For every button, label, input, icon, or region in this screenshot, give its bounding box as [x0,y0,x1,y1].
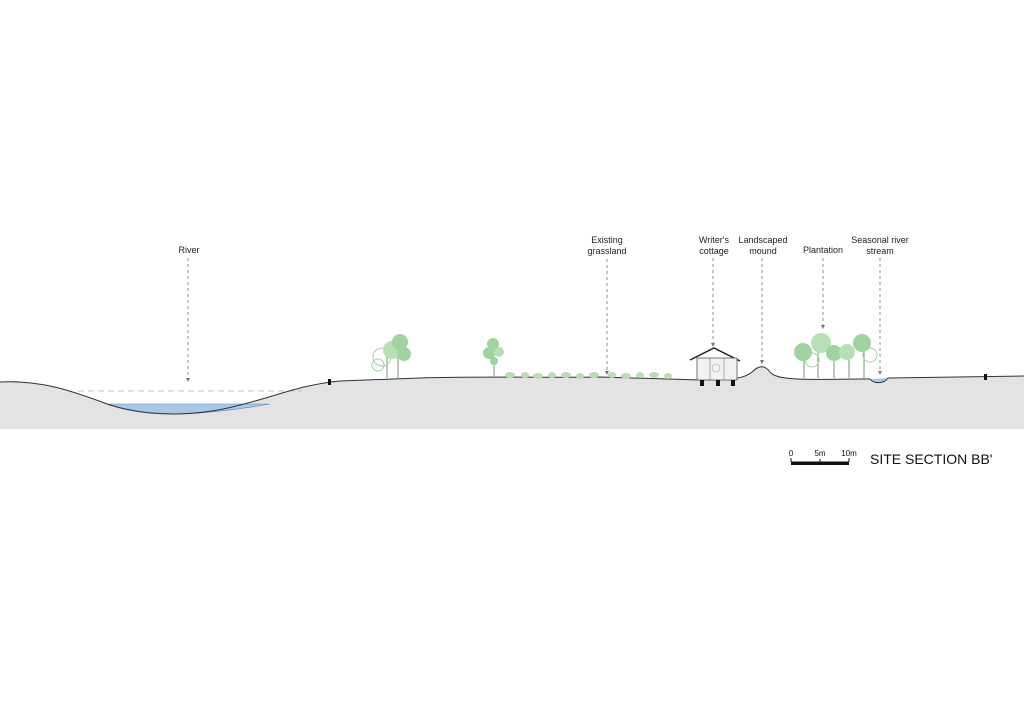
label-stream-line1: Seasonal river [851,235,909,245]
label-mound-line1: Landscaped [738,235,787,245]
plantation-trees [794,333,878,378]
label-grassland-line1: Existing [591,235,623,245]
label-plantation: Plantation [803,245,843,255]
tree-group-river [371,334,411,378]
label-grassland-line2: grassland [587,246,626,256]
scale-label-5m: 5m [814,449,825,458]
writers-cottage [689,347,741,386]
tree-single [483,338,504,378]
label-cottage-line1: Writer's [699,235,730,245]
fence-post-left [328,379,331,385]
scale-bar [790,458,850,465]
scale-label-0: 0 [789,449,794,458]
fence-post-right [984,374,987,380]
section-title: SITE SECTION BB' [870,451,992,467]
leader-arrows [186,325,882,382]
label-stream-line2: stream [866,246,894,256]
scale-label-10m: 10m [841,449,857,458]
ground-mass [0,366,1024,429]
label-cottage-line2: cottage [699,246,729,256]
grassland [505,372,672,379]
label-river: River [178,245,199,255]
label-mound-line2: mound [749,246,777,256]
